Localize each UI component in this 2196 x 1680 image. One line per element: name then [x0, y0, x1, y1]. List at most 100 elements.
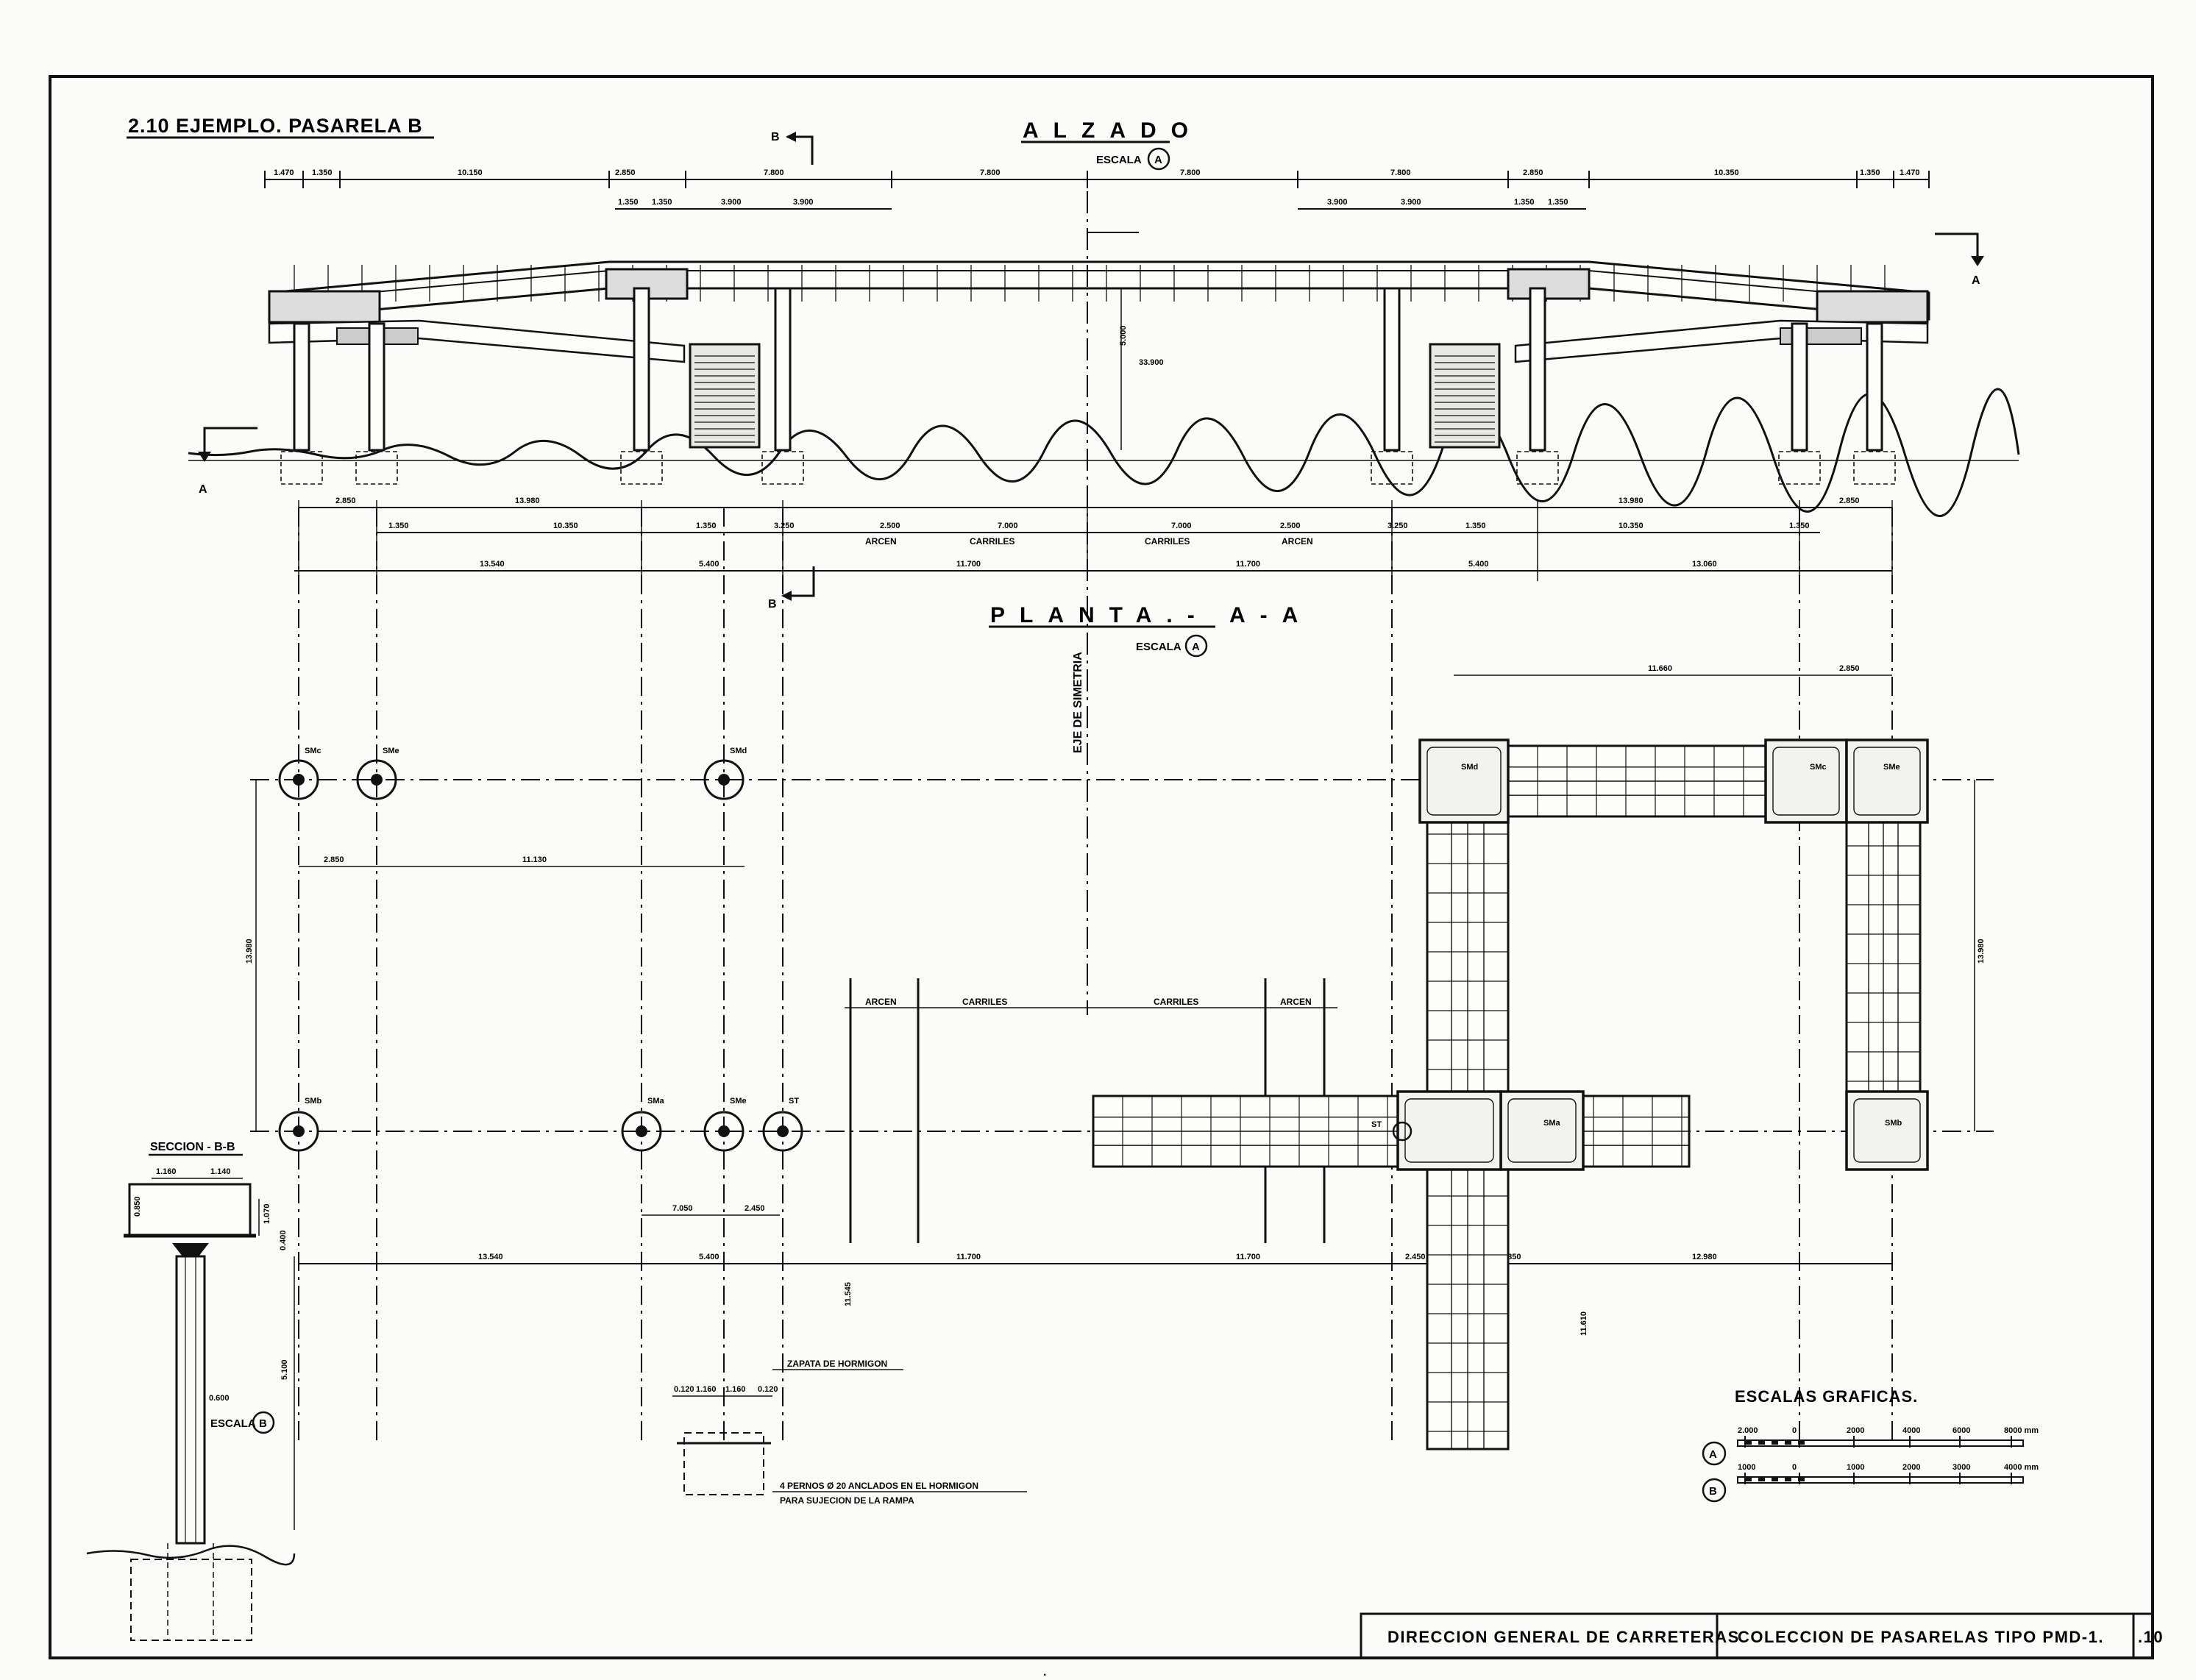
section-a-left-line — [203, 427, 257, 453]
stair-lines — [694, 355, 1495, 443]
bottom-dim-value: 1.350 — [1465, 522, 1486, 530]
graphic-scale-a-ref-circle — [1702, 1441, 1727, 1466]
title-block-frame — [1360, 1612, 2154, 1659]
footing-detail: 0.120 1.160 1.160 0.120 ZAPATA DE HORMIG… — [672, 1359, 1027, 1506]
footing-dim-1: 0.120 — [674, 1385, 694, 1394]
graphic-scale-a-bar — [1737, 1439, 2024, 1447]
deck-pier-circle — [1392, 1121, 1413, 1142]
sheet-border — [49, 75, 2154, 1659]
section-bb-dim-3: 1.070 — [263, 1203, 271, 1224]
pier-label: SMe — [730, 1097, 747, 1106]
clearance-dim-2: 33.900 — [1139, 358, 1164, 367]
clearance-dim-1: 5.000 — [1119, 325, 1128, 346]
graphic-scale-a-ref: A — [1709, 1448, 1717, 1461]
plan-landing-inner — [1853, 747, 1921, 816]
plan-landing-inner — [1853, 1098, 1921, 1163]
top-dim-value: 1.470 — [274, 168, 294, 177]
scale-tick-label: 2.000 — [1738, 1426, 1758, 1435]
top-dim-value: 3.900 — [1401, 198, 1421, 207]
scale-tick-label: 1000 — [1738, 1463, 1755, 1472]
elevation-footing — [761, 451, 804, 485]
scale-subdivision — [1798, 1440, 1805, 1445]
section-bb-heading: SECCION - B-B — [150, 1141, 235, 1153]
landing-left — [268, 290, 381, 324]
top-dim-value: 7.800 — [1390, 168, 1411, 177]
footing-note-bottom-1: 4 PERNOS Ø 20 ANCLADOS EN EL HORMIGON — [780, 1481, 978, 1491]
pier-center — [718, 1125, 730, 1137]
section-bb-dim-2: 1.140 — [210, 1167, 231, 1176]
elevation-scale-label: ESCALA — [1096, 154, 1142, 166]
scale-tick-label: 6000 — [1952, 1426, 1970, 1435]
scale-tick-label: 0 — [1792, 1426, 1797, 1435]
top-dim-value: 1.350 — [1548, 198, 1568, 207]
plan-dim-vert-4: 11.610 — [1580, 1311, 1588, 1336]
footing-note-top: ZAPATA DE HORMIGON — [787, 1359, 887, 1369]
plan-dim-value: 11.700 — [1236, 1253, 1260, 1261]
pier-center — [293, 774, 305, 786]
road-label: CARRILES — [962, 997, 1007, 1007]
lower-ramp-left — [268, 319, 686, 363]
graphic-scale-b-bar — [1737, 1476, 2024, 1484]
pier-label: SMa — [647, 1097, 665, 1106]
road-label: ARCEN — [1282, 536, 1313, 547]
pier-circle — [278, 1111, 319, 1152]
top-dim-value: 10.350 — [1714, 168, 1739, 177]
top-dim-value: 10.150 — [458, 168, 483, 177]
plan-dim-right-2: 2.850 — [1839, 664, 1860, 673]
section-bb-dim-1: 1.160 — [156, 1167, 177, 1176]
scale-subdivision — [1772, 1440, 1778, 1445]
top-dim-value: 2.850 — [1523, 168, 1543, 177]
section-bb-column — [175, 1255, 206, 1545]
elevation-column — [368, 322, 385, 452]
deck-pier-label: SMb — [1885, 1119, 1902, 1128]
plan-landing-inner — [1772, 747, 1840, 816]
graphic-scales-title: ESCALAS GRAFICAS. — [1735, 1387, 1918, 1406]
footing-note-bottom-2: PARA SUJECION DE LA RAMPA — [780, 1495, 914, 1506]
plan-dim-top-2: 11.130 — [522, 855, 547, 864]
title-block-org: DIRECCION GENERAL DE CARRETERAS — [1387, 1628, 1740, 1646]
scale-tick-label: 8000 mm — [2004, 1426, 2039, 1435]
deck-pier-label: SMe — [1883, 763, 1900, 772]
top-dim-value: 1.350 — [652, 198, 672, 207]
scale-tick-label: 0 — [1792, 1463, 1797, 1472]
elevation-columns — [280, 287, 1896, 485]
section-mark-b-top: B — [771, 131, 780, 143]
footing-outline — [683, 1432, 764, 1495]
symmetry-axis-label: EJE DE SIMETRIA — [1072, 652, 1084, 753]
graphic-scale-b-ref-circle — [1702, 1478, 1727, 1503]
sheet-title: 2.10 EJEMPLO. PASARELA B — [128, 115, 423, 137]
bottom-dim-value: 1.350 — [696, 522, 717, 530]
elevation-footing — [1853, 451, 1896, 485]
top-dim-value: 1.350 — [618, 198, 639, 207]
pier-center — [371, 774, 383, 786]
pier-circle — [703, 759, 745, 800]
top-dim-value: 7.800 — [764, 168, 784, 177]
top-dim-value: 2.850 — [615, 168, 636, 177]
scale-tick-label: 4000 mm — [2004, 1463, 2039, 1472]
section-bb-box — [128, 1183, 252, 1237]
plan-dim-mid-1: 7.050 — [672, 1204, 693, 1213]
bottom-dim-value: 5.400 — [699, 560, 719, 569]
section-bb-view: SECCION - B-B 1.160 1.140 1.070 0.850 0.… — [86, 1141, 296, 1641]
top-dim-value: 3.900 — [721, 198, 742, 207]
section-bb-dim-7: 0.600 — [209, 1394, 230, 1403]
road-label: ARCEN — [1280, 997, 1312, 1007]
plan-landing — [1764, 738, 1848, 824]
section-mark-b-bottom: B — [768, 598, 777, 611]
road-dim-value: 2.500 — [1280, 522, 1301, 530]
deck-pier-label: ST — [1371, 1120, 1382, 1129]
bottom-dim-value: 2.850 — [1839, 496, 1860, 505]
scale-tick-label: 1000 — [1847, 1463, 1864, 1472]
pier-label: SMe — [383, 747, 399, 755]
pier-center — [718, 774, 730, 786]
section-bb-footing — [130, 1559, 252, 1641]
bottom-dim-value: 13.980 — [515, 496, 540, 505]
section-bb-dim-5: 0.400 — [279, 1230, 288, 1250]
section-bb-scale-ref: B — [259, 1417, 267, 1430]
plan-dim-vert-3: 11.545 — [844, 1282, 853, 1306]
title-block-collection: COLECCION DE PASARELAS TIPO PMD-1. — [1738, 1628, 2104, 1646]
plan-dim-right-1: 11.660 — [1648, 664, 1672, 673]
